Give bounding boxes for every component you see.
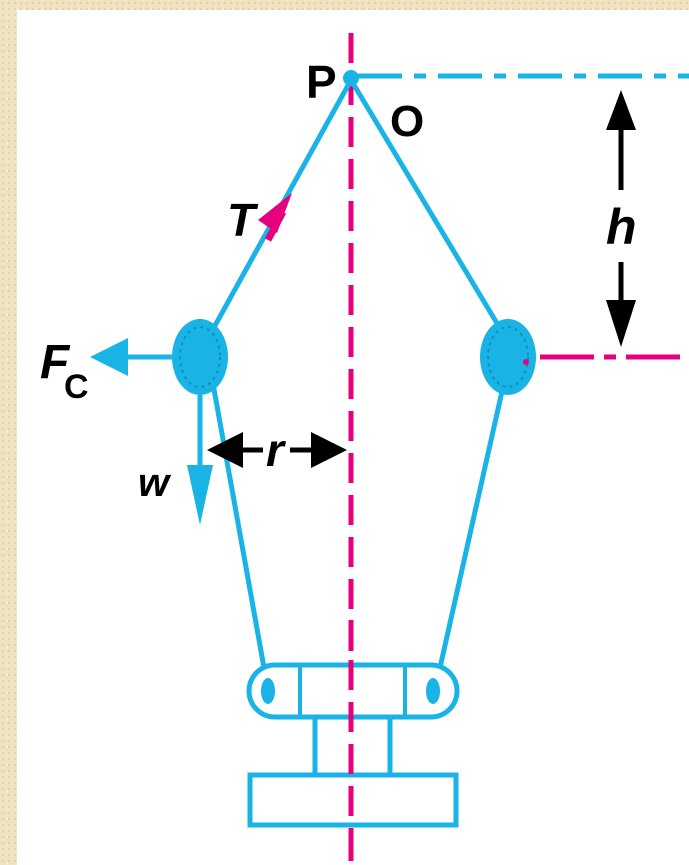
right-ball: [480, 319, 536, 395]
weight-arrowhead: [187, 465, 213, 525]
collar-pin-left: [261, 678, 275, 704]
centrifugal-force-subscript: C: [64, 368, 89, 406]
radius-arrowhead-left: [207, 432, 243, 468]
right-ball-texture: [487, 326, 529, 388]
weight-label: w: [138, 461, 172, 505]
centrifugal-force-arrowhead: [90, 338, 128, 376]
left-ball: [172, 319, 228, 395]
collar-pin-right: [426, 678, 440, 704]
right-upper-arm: [348, 78, 510, 342]
left-lower-arm: [209, 377, 271, 691]
pivot-point: [343, 70, 359, 86]
right-ball-center-mark: [523, 359, 529, 365]
origin-label: O: [390, 97, 424, 146]
centrifugal-force-label: F: [40, 336, 71, 389]
height-arrowhead-top: [606, 90, 636, 130]
radius-arrowhead-right: [311, 432, 347, 468]
height-arrowhead-bottom: [606, 300, 636, 347]
pivot-label: P: [306, 56, 337, 108]
radius-label: r: [266, 424, 286, 476]
height-label: h: [606, 199, 637, 255]
tension-label: T: [227, 194, 259, 246]
left-ball-texture: [179, 326, 221, 388]
right-lower-arm: [432, 377, 508, 691]
base-plate: [247, 772, 459, 828]
tension-arrowhead: [258, 193, 292, 233]
